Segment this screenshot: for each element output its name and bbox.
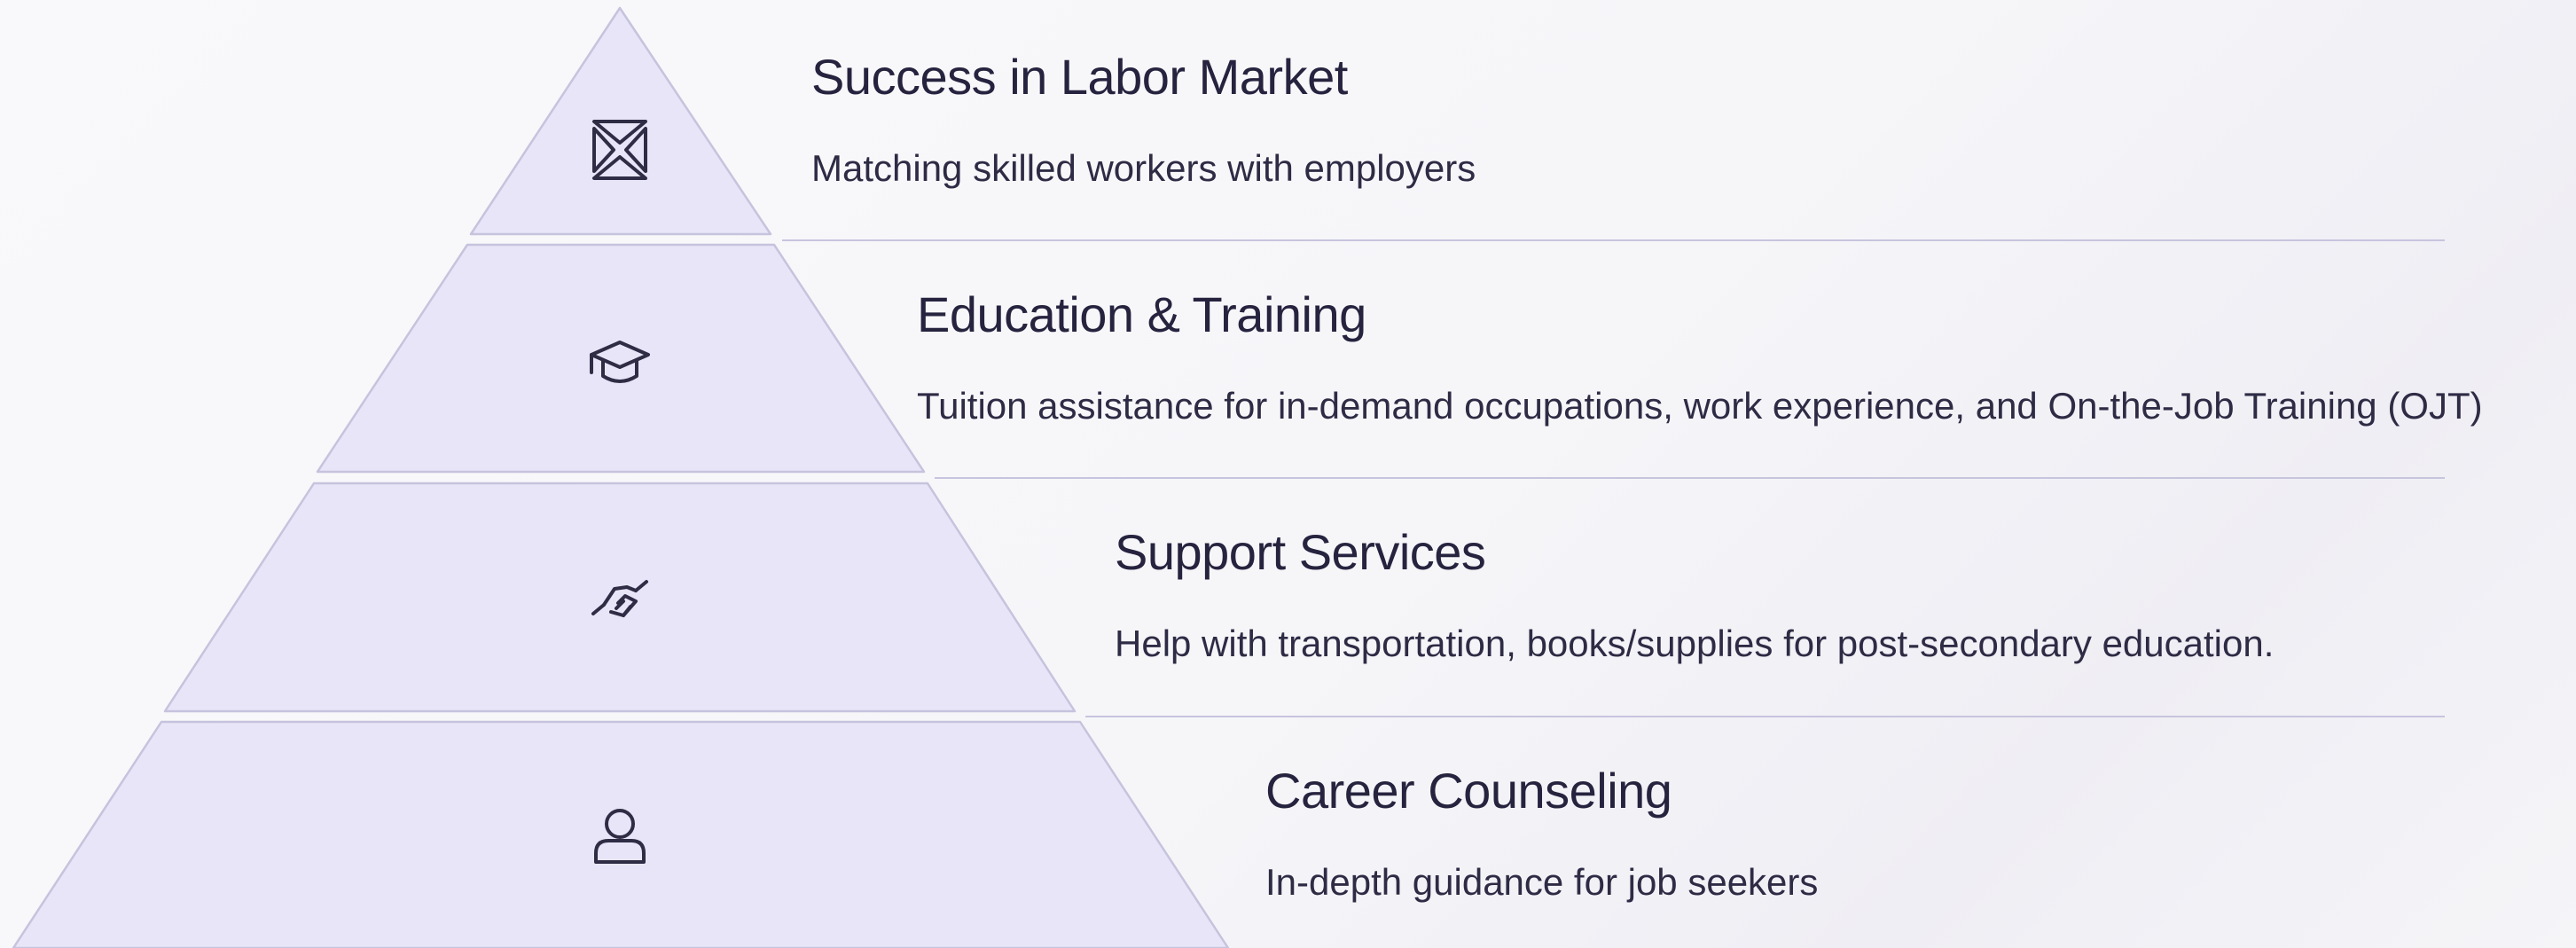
level-title-support: Support Services <box>1115 524 1486 580</box>
level-title-success: Success in Labor Market <box>811 49 1348 105</box>
level-description-career: In-depth guidance for job seekers <box>1265 861 1819 903</box>
level-description-education: Tuition assistance for in-demand occupat… <box>917 385 2483 427</box>
separator-line <box>1085 716 2445 717</box>
match-arrows-icon <box>592 120 647 180</box>
handshake-icon <box>591 580 648 617</box>
level-description-success: Matching skilled workers with employers <box>811 147 1476 189</box>
person-icon <box>594 809 646 864</box>
graduation-cap-icon <box>590 341 650 383</box>
pyramid-tier-second <box>316 243 926 474</box>
level-title-career: Career Counseling <box>1265 763 1672 819</box>
pyramid-tier-base <box>12 720 1230 948</box>
pyramid-tier-third <box>163 482 1077 713</box>
level-description-support: Help with transportation, books/supplies… <box>1115 623 2275 664</box>
level-title-education: Education & Training <box>917 286 1366 342</box>
separator-line <box>935 477 2445 479</box>
separator-line <box>782 239 2445 241</box>
